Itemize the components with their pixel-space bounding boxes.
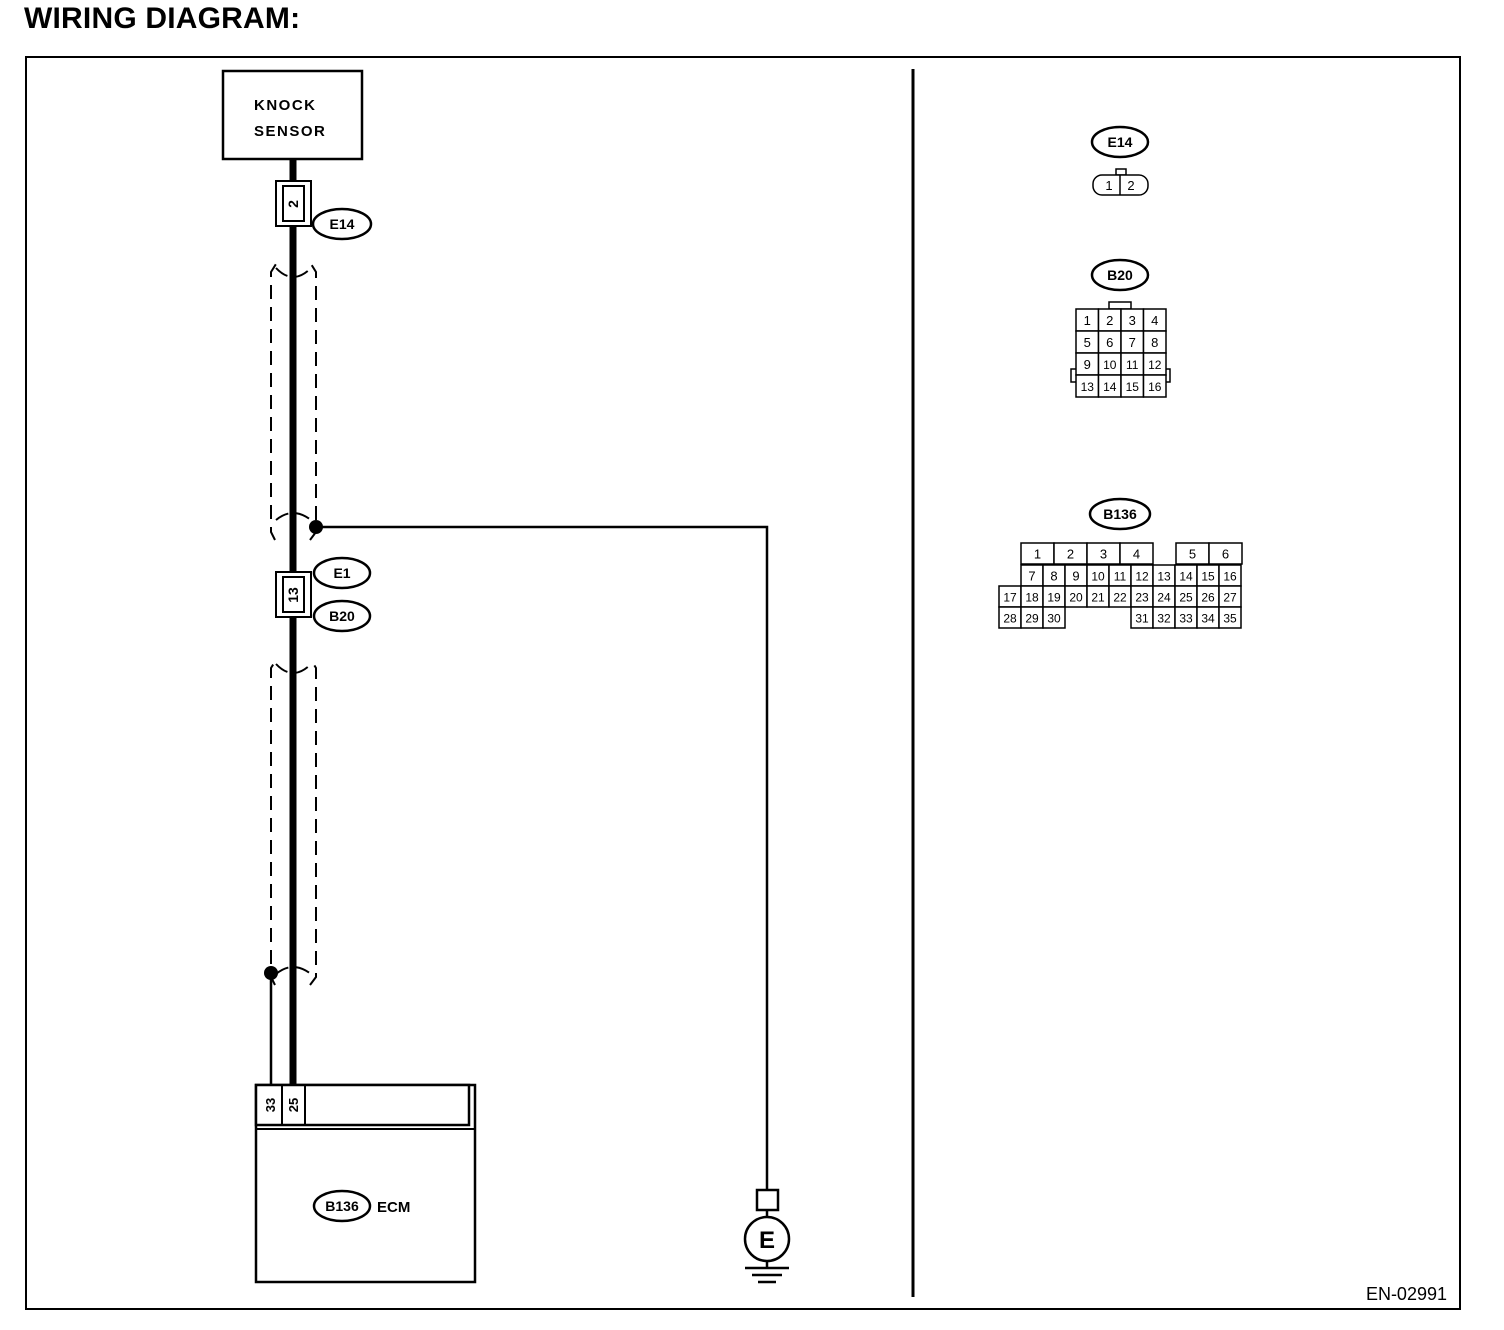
e14-tag-label: E14 [330,216,355,232]
upper-shield [270,263,317,541]
b20-pin-7: 7 [1129,335,1136,350]
b20-pin-6: 6 [1106,335,1113,350]
figure-code: EN-02991 [1366,1284,1447,1304]
b136-pin-5: 5 [1189,547,1196,562]
b136-pin-8: 8 [1050,569,1057,584]
b136-pin-9: 9 [1072,569,1079,584]
connector-e14-label: E14 [1108,134,1133,150]
b136-pin-20: 20 [1069,591,1083,605]
b136-pin-4-cell [1119,542,1154,565]
b20-tag [312,599,372,633]
b20-pin-16-cell [1142,374,1167,398]
connector-e14-pin-1: 1 [1105,178,1112,193]
connector-e14-tag [1090,125,1150,159]
lower-shield [270,659,317,986]
b136-tag-label: B136 [325,1198,359,1214]
b136-pin-35: 35 [1223,612,1237,626]
ground-e-label: E [759,1227,775,1254]
b136-pin-22: 22 [1113,591,1127,605]
b20-terminal-number: 13 [285,587,301,603]
b136-pin-11: 11 [1114,570,1127,584]
b20-pin-16: 16 [1148,380,1162,394]
b136-pin-3: 3 [1100,547,1107,562]
b136-pin-29: 29 [1025,612,1039,626]
b136-pin-1: 1 [1034,547,1041,562]
b136-pin-19: 19 [1047,591,1061,605]
b136-pin-6-cell [1208,542,1243,565]
b136-pin-31: 31 [1135,612,1149,626]
ecm-label: ECM [377,1199,410,1216]
b136-pin-28: 28 [1003,612,1017,626]
b136-tag [312,1189,372,1223]
connector-e14-view: E14 1 2 [1090,125,1150,196]
b136-pin-23: 23 [1135,591,1149,605]
b136-pin-27: 27 [1223,591,1237,605]
b136-pin-24: 24 [1157,591,1171,605]
connector-b136-label: B136 [1103,506,1137,522]
b136-pin-26: 26 [1201,591,1215,605]
ground-wire [316,525,769,1190]
b20-pin-14: 14 [1103,380,1117,394]
diagram-frame [25,56,1461,1310]
b136-pin-30-cell [1042,606,1066,629]
b136-pin-6: 6 [1222,547,1229,562]
connector-e14-pin-2: 2 [1127,178,1134,193]
b20-pin-15: 15 [1126,380,1140,394]
b136-pin-35-cell [1218,606,1242,629]
b20-pin-2: 2 [1106,313,1113,328]
b136-pin-2: 2 [1067,547,1074,562]
b136-pin-15: 15 [1201,570,1215,584]
e1-tag [312,556,372,590]
e14-terminal-number: 2 [285,200,301,208]
b136-pin-4: 4 [1133,547,1140,562]
connector-b20-label: B20 [1107,267,1133,283]
b20-pin-9: 9 [1084,357,1091,372]
ground-e: E [743,1188,791,1284]
e1-b20-inline-connector: 13 E1 B20 [275,556,372,633]
b136-pin-21: 21 [1091,591,1105,605]
b136-pin-10: 10 [1091,570,1105,584]
b20-pin-13: 13 [1081,380,1095,394]
b136-pin-34: 34 [1201,612,1215,626]
b136-pin-25: 25 [1179,591,1193,605]
connector-b20-tag [1090,258,1150,292]
knock-sensor-label-line1: KNOCK [254,97,317,114]
knock-sensor-label-line2: SENSOR [254,123,326,140]
ecm-terminal-25: 25 [286,1098,301,1112]
b136-pin-16: 16 [1223,570,1237,584]
b20-pin-8: 8 [1151,335,1158,350]
b136-pin-33: 33 [1179,612,1193,626]
b20-pin-1: 1 [1084,313,1091,328]
b136-pin-7: 7 [1028,569,1035,584]
b136-pin-12: 12 [1135,570,1149,584]
b136-pin-32: 32 [1157,612,1171,626]
b136-pin-17: 17 [1003,591,1017,605]
e14-tag [311,207,373,241]
b20-pin-3: 3 [1129,313,1136,328]
b20-pin-10: 10 [1103,358,1117,372]
ecm-terminal-33: 33 [263,1098,278,1112]
b20-pin-5: 5 [1084,335,1091,350]
b136-pin-18: 18 [1025,591,1039,605]
connector-b136-tag [1088,497,1152,531]
b136-pin-30: 30 [1047,612,1061,626]
b20-pin-11: 11 [1126,358,1139,372]
ecm-unit: 33 25 B136 ECM [254,1083,477,1284]
e1-tag-label: E1 [333,565,350,581]
b20-tag-label: B20 [329,608,355,624]
knock-sensor: KNOCK SENSOR [221,69,364,161]
b20-pin-4: 4 [1151,313,1158,328]
b136-pin-13: 13 [1157,570,1171,584]
e14-inline-connector: 2 E14 [275,180,373,241]
b20-pin-12: 12 [1148,358,1162,372]
b136-pin-14: 14 [1179,570,1193,584]
page-title: WIRING DIAGRAM: [24,2,301,35]
